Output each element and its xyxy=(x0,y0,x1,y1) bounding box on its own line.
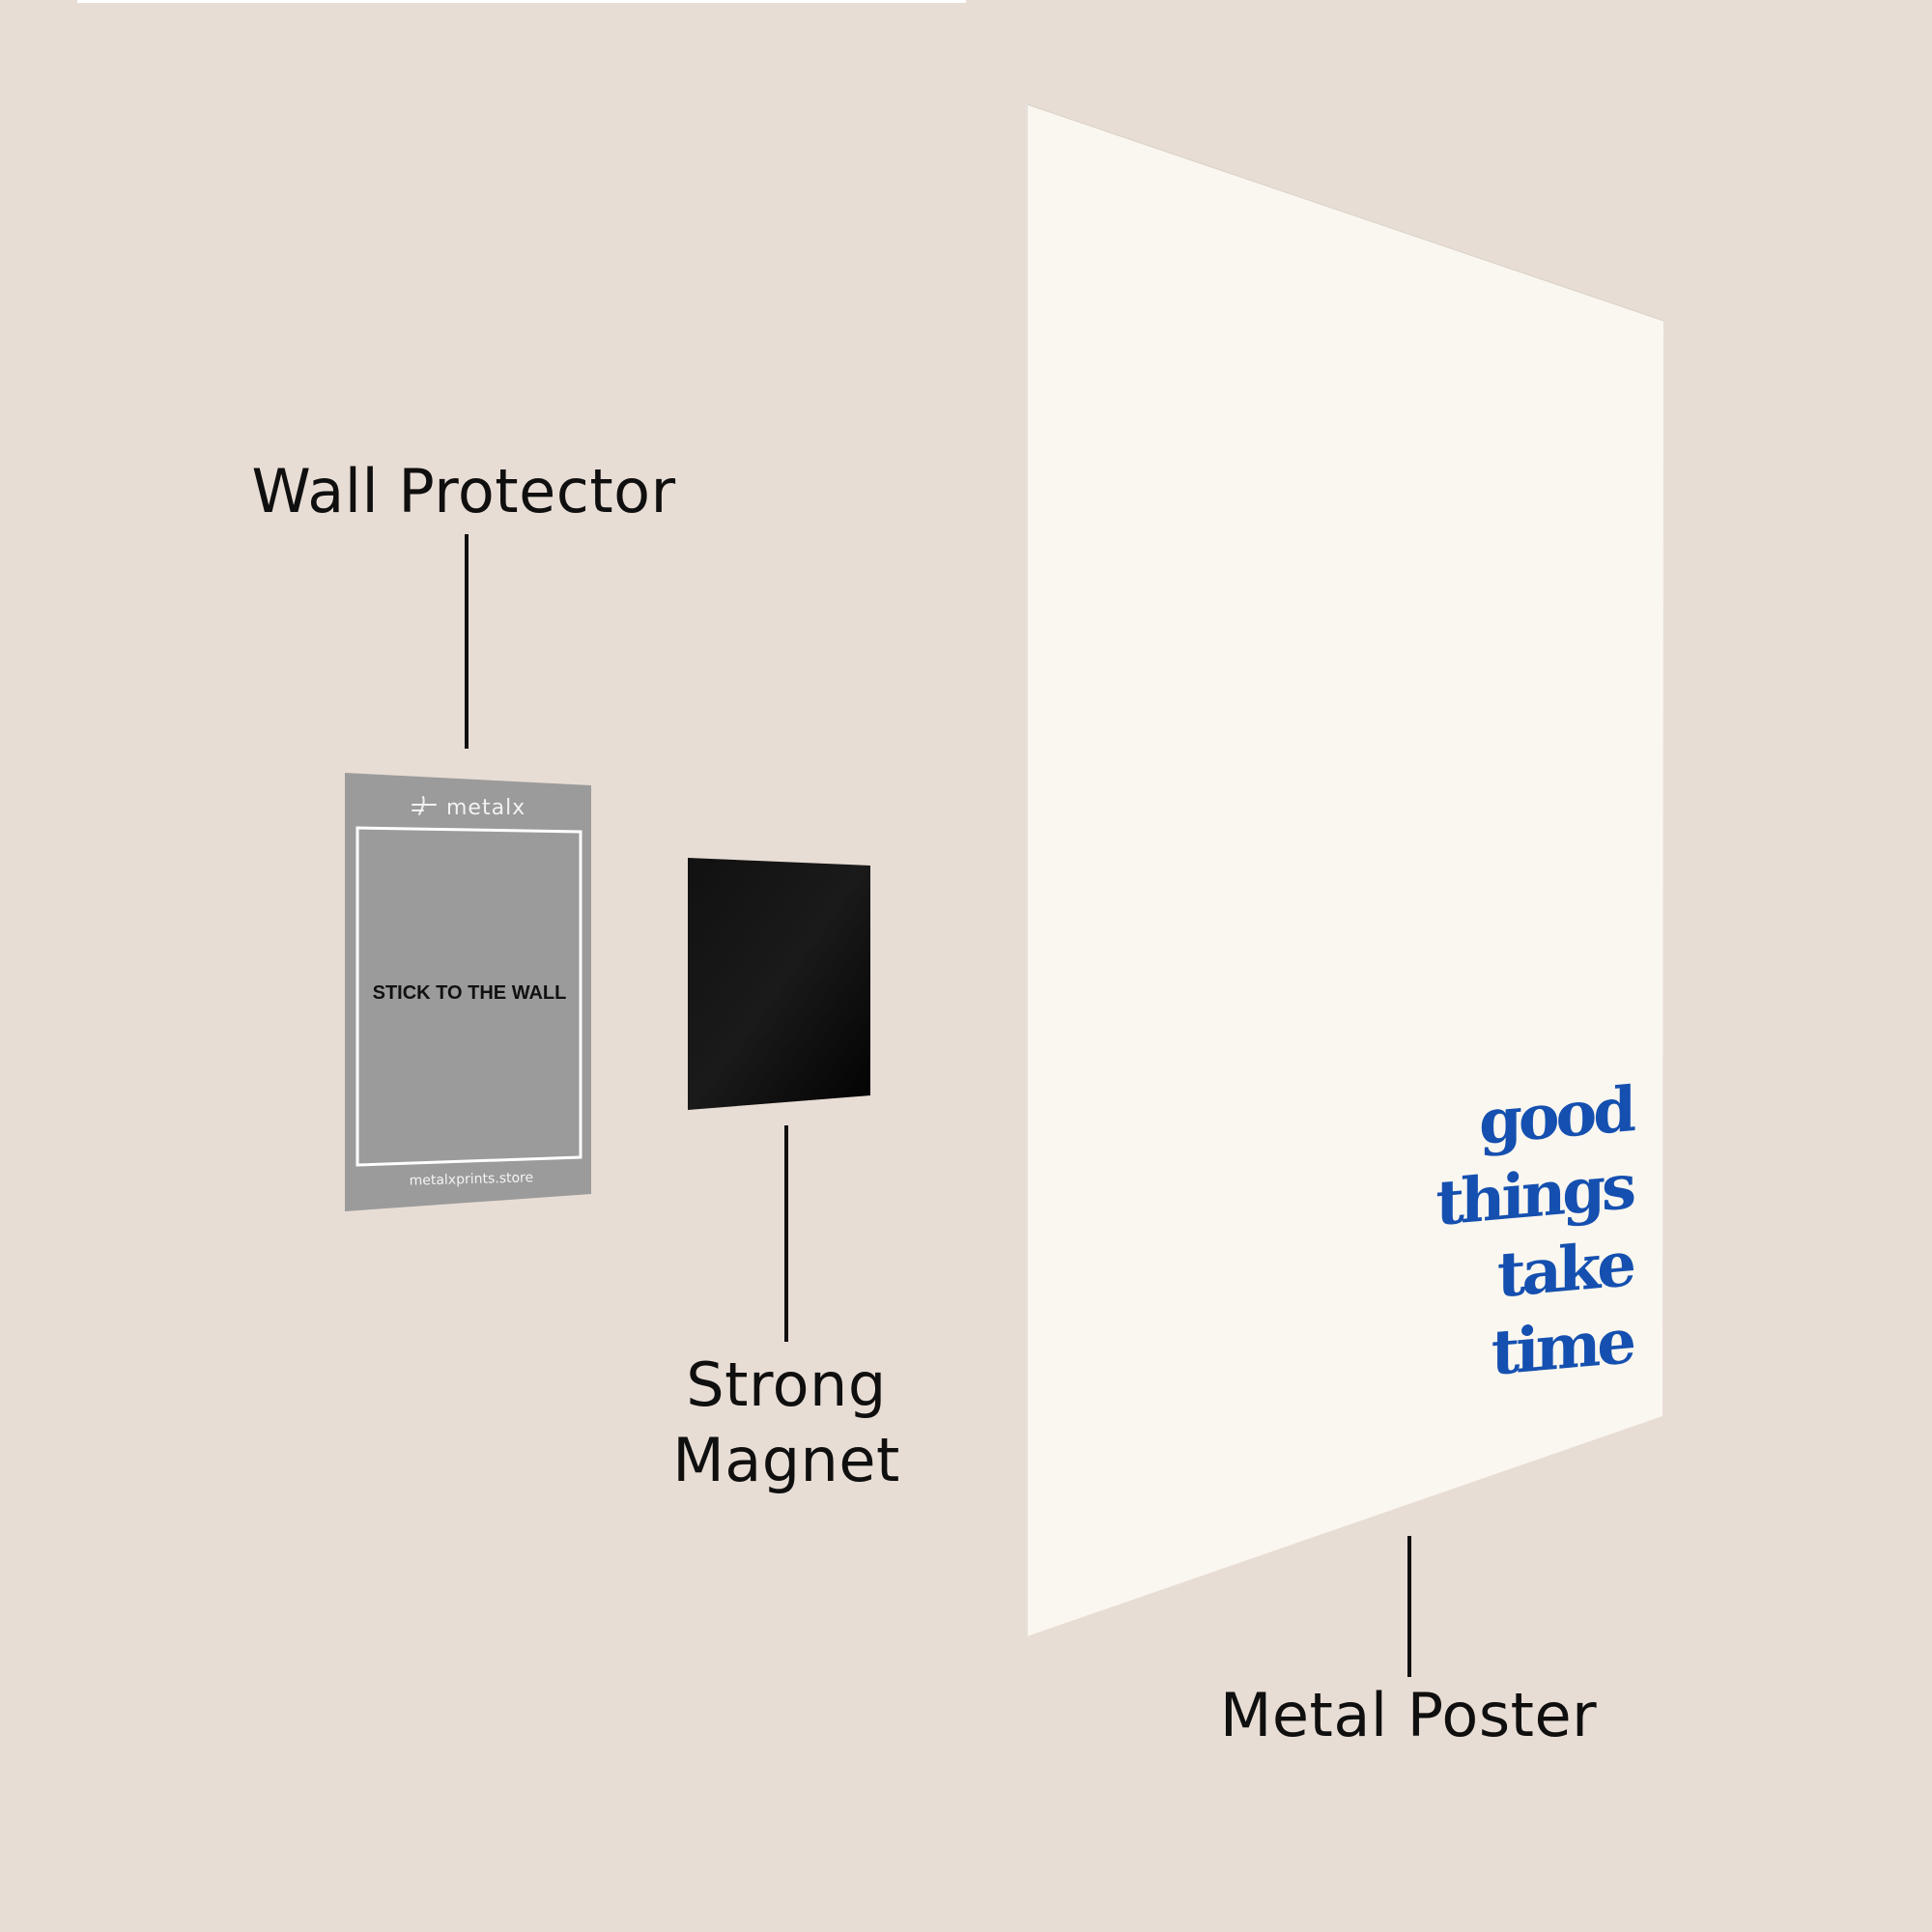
wall-protector-frame xyxy=(355,826,582,1167)
quote-line-3: take xyxy=(1497,1228,1634,1312)
quote-line-4: time xyxy=(1492,1305,1634,1390)
poster-quote: good things take time xyxy=(1435,1073,1635,1390)
metal-poster-sheet xyxy=(1027,104,1663,1636)
strong-magnet xyxy=(688,858,870,1110)
label-strong-magnet-line2: Magnet xyxy=(672,1425,900,1495)
label-strong-magnet: Strong Magnet xyxy=(641,1348,931,1498)
wall-protector-url: metalxprints.store xyxy=(409,1170,533,1188)
quote-line-2: things xyxy=(1435,1151,1634,1240)
wall-protector: metalx STICK TO THE WALL metalxprints.st… xyxy=(345,773,591,1211)
metalx-logo-icon xyxy=(412,796,437,815)
label-strong-magnet-line1: Strong xyxy=(686,1350,887,1420)
label-metal-poster: Metal Poster xyxy=(1219,1680,1598,1750)
leader-line-strong-magnet xyxy=(784,1125,788,1342)
leader-line-wall-protector xyxy=(465,534,469,749)
wall-protector-instruction: STICK TO THE WALL xyxy=(373,982,567,1004)
wall-protector-sheet xyxy=(345,773,591,1211)
wall-protector-brand: metalx xyxy=(446,796,526,820)
top-edge-sliver xyxy=(77,0,966,3)
metal-poster: good things take time xyxy=(1026,103,1664,1636)
label-wall-protector: Wall Protector xyxy=(251,456,676,526)
leader-line-metal-poster xyxy=(1407,1536,1411,1677)
quote-line-1: good xyxy=(1479,1073,1635,1159)
